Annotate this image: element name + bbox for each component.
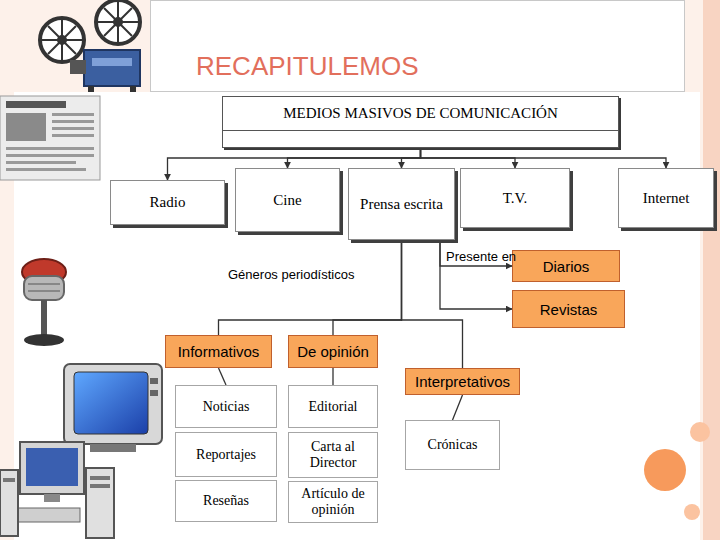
node-text: Internet	[643, 190, 690, 207]
medium-box: Cine	[235, 168, 340, 232]
medium-box: Internet	[618, 168, 714, 228]
node-text: Interpretativos	[415, 373, 510, 390]
microphone-illustration	[22, 259, 66, 346]
node-text: De opinión	[297, 343, 369, 360]
subgenre-box: Reportajes	[175, 432, 277, 477]
subgenre-box: Noticias	[175, 385, 277, 428]
newspaper-illustration	[0, 96, 100, 180]
deco-circle	[690, 422, 710, 442]
type-box: Diarios	[512, 250, 620, 282]
connector	[219, 368, 227, 385]
side-strip	[703, 0, 720, 540]
node-text: Diarios	[543, 258, 590, 275]
node-text: MEDIOS MASIVOS DE COMUNICACIÓN	[283, 105, 558, 122]
node-text: Informativos	[178, 343, 260, 360]
connector	[333, 240, 402, 335]
connector	[332, 368, 333, 385]
connector	[288, 148, 421, 168]
node-text: Revistas	[540, 301, 598, 318]
node-text: Cine	[273, 192, 301, 209]
node-text: T.V.	[503, 190, 527, 207]
node-text: Artículo de opinión	[292, 486, 374, 518]
connector	[402, 148, 421, 168]
edge-label: Géneros periodísticos	[228, 267, 354, 282]
connector	[219, 240, 402, 335]
title-box: RECAPITULEMOS	[150, 0, 685, 92]
deco-circle	[684, 504, 700, 520]
slide-title: RECAPITULEMOS	[196, 51, 419, 82]
node-text: Reseñas	[203, 493, 249, 509]
genre-box: Interpretativos	[405, 368, 520, 395]
node-text: Reportajes	[196, 447, 256, 463]
medium-box: Radio	[110, 180, 225, 225]
deco-circle	[644, 449, 686, 491]
node-text: Radio	[150, 194, 186, 211]
content-panel	[14, 92, 700, 540]
type-box: Revistas	[512, 290, 625, 328]
node-text: Noticias	[203, 399, 250, 415]
computer-illustration	[0, 442, 114, 538]
genre-box: De opinión	[288, 335, 378, 368]
subgenre-box: Editorial	[288, 385, 378, 428]
medium-box: Prensa escrita	[348, 168, 455, 240]
subgenre-box: Carta al Director	[288, 432, 378, 478]
subgenre-box: Reseñas	[175, 480, 277, 522]
projector-illustration	[40, 0, 140, 92]
connector	[421, 148, 667, 168]
node-text: Crónicas	[428, 437, 478, 453]
node-text: Carta al Director	[292, 439, 374, 471]
subgenre-box: Crónicas	[405, 420, 500, 470]
tv-illustration	[64, 364, 162, 452]
genre-box: Informativos	[165, 335, 272, 368]
root-box: MEDIOS MASIVOS DE COMUNICACIÓN	[222, 96, 619, 148]
medium-box: T.V.	[460, 168, 570, 228]
edge-label: Presente en	[446, 249, 516, 264]
node-text: Editorial	[309, 399, 358, 415]
connector	[453, 395, 463, 420]
node-text: Prensa escrita	[360, 196, 443, 213]
subgenre-box: Artículo de opinión	[288, 481, 378, 523]
